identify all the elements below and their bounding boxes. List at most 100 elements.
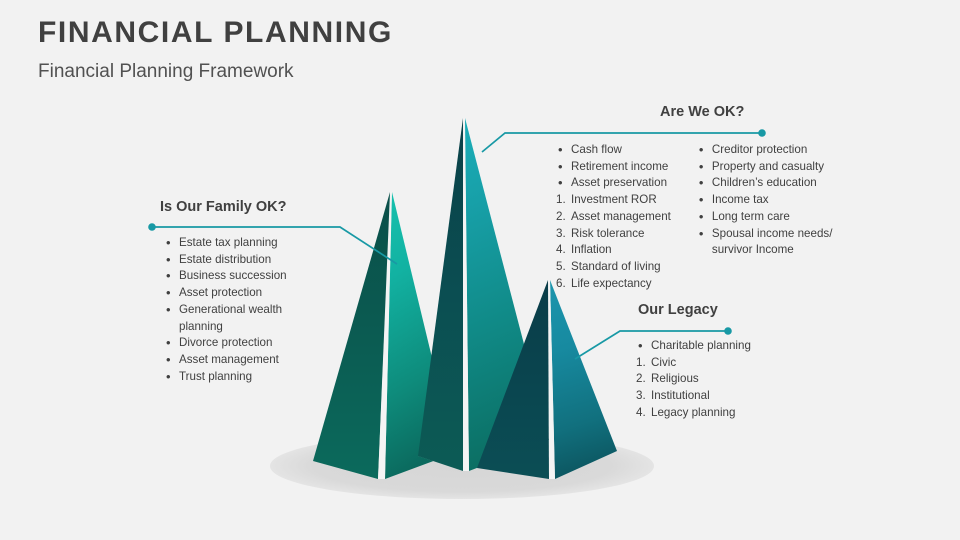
page-title: FINANCIAL PLANNING [38,16,393,49]
list-family-col1: • Estate tax planning • Estate distribution… [164,235,287,385]
bullet-marker: • [166,335,171,351]
list-item: • Trust planning [164,369,287,386]
list-item-label: Trust planning [179,369,253,383]
number-marker: 6. [556,276,566,290]
list-item: • Creditor protection [697,142,833,159]
bullet-marker: • [166,235,171,250]
bullet-marker: • [698,142,704,157]
bullet-marker: • [638,338,643,353]
list-item: • Income tax [697,192,833,209]
callout-lists-arewe: •Cash flow•Retirement income•Asset prese… [556,142,832,292]
list-item-label: Asset management [179,352,279,366]
list-item-label: Investment ROR [571,193,657,207]
bullet-marker: • [698,158,704,174]
callout-title-family: Is Our Family OK? [160,199,287,215]
bullet-marker: • [558,158,563,174]
list-item-label: Standard of living [571,259,661,273]
bullet-marker: • [166,268,171,284]
list-item: • Retirement income [556,159,671,176]
list-item-label: Asset preservation [571,176,668,190]
list-item: • Asset protection [164,285,287,302]
legacy-connector-line [574,330,728,360]
list-item: • Divorce protection [164,335,287,352]
bullet-marker: • [698,192,704,208]
callout-is-our-family-ok: Is Our Family OK? • Estate tax planning • E… [152,199,287,385]
center-pyramid-ridge [463,118,469,471]
list-item: • Estate tax planning [164,235,287,252]
list-item-label: Estate tax planning [179,236,278,249]
list-item: 3. Institutional [636,388,751,405]
bullet-marker: • [166,351,171,367]
number-marker: 4. [556,243,566,257]
list-item: planning [164,319,287,336]
page-subtitle: Financial Planning Framework [38,61,294,82]
list-item-label: Estate distribution [179,252,272,266]
list-item-label: Risk tolerance [571,226,645,240]
left-pyramid-dark-face [313,192,390,479]
arewe-connector-line [481,132,762,153]
list-item: • Children’s education [697,175,833,192]
list-item: • Charitable planning [636,338,751,355]
list-item: •Long term care [697,209,833,226]
callout-are-we-ok: Are We OK? •Cash flow•Retirement income•… [556,104,832,292]
bullet-marker: • [558,142,563,157]
number-marker: 3. [636,389,646,403]
list-item: 4.Legacy planning [636,405,751,422]
list-item-label: Asset protection [179,286,263,300]
list-item: • Property and casualty [697,159,833,176]
list-item: 2. Asset management [556,209,671,226]
number-marker: 2. [556,209,566,223]
bullet-marker: • [558,175,563,191]
family-connector-line [152,226,398,265]
list-item: 5.Standard of living [556,259,671,276]
list-item-label: Retirement income [571,159,669,173]
list-item-label: Legacy planning [651,405,736,419]
bullet-marker: • [698,225,704,241]
list-item-label: Charitable planning [651,339,751,352]
list-item-label: Spousal income needs/ [711,226,833,240]
list-item-label: Institutional [651,389,710,403]
list-item-label: survivor Income [711,243,794,257]
list-item: •Cash flow [556,142,671,159]
right-pyramid-dark-face [477,280,549,479]
left-pyramid-ridge [378,192,392,479]
list-item: • Spousal income needs/ [697,226,833,243]
list-item-label: planning [179,319,223,333]
list-item-label: Life expectancy [571,276,652,290]
bullet-marker: • [166,301,171,317]
list-item-label: Creditor protection [711,143,808,156]
list-item-label: Divorce protection [179,336,273,350]
list-item-label: Inflation [571,243,612,257]
list-item-label: Asset management [571,209,671,223]
list-item: 1.Civic [636,355,751,372]
bullet-marker: • [166,251,171,267]
bullet-marker: • [166,285,171,301]
callout-title-legacy: Our Legacy [638,302,718,318]
arewe-connector-dot [758,129,766,137]
list-item: 3. Risk tolerance [556,226,671,243]
bullet-marker: • [166,368,171,384]
list-arewe-col2: • Creditor protection • Property and casual… [697,142,833,292]
bullet-marker: • [698,175,704,191]
list-item-label: Income tax [711,193,769,207]
number-marker: 2. [636,372,646,386]
list-item-label: Generational wealth [179,302,283,316]
list-item: survivor Income [697,242,833,259]
right-pyramid [477,280,617,479]
number-marker: 3. [556,226,566,240]
legacy-connector-dot [724,327,732,335]
callout-lists-family: • Estate tax planning • Estate distribution… [164,235,287,385]
list-item-label: Property and casualty [711,159,825,173]
list-item: 4. Inflation [556,242,671,259]
callout-title-arewe: Are We OK? [660,104,745,120]
number-marker: 1. [636,355,646,369]
bullet-marker: • [698,208,704,224]
list-item: •Business succession [164,268,287,285]
list-item-label: Children’s education [711,176,817,190]
number-marker: 1. [556,193,566,207]
